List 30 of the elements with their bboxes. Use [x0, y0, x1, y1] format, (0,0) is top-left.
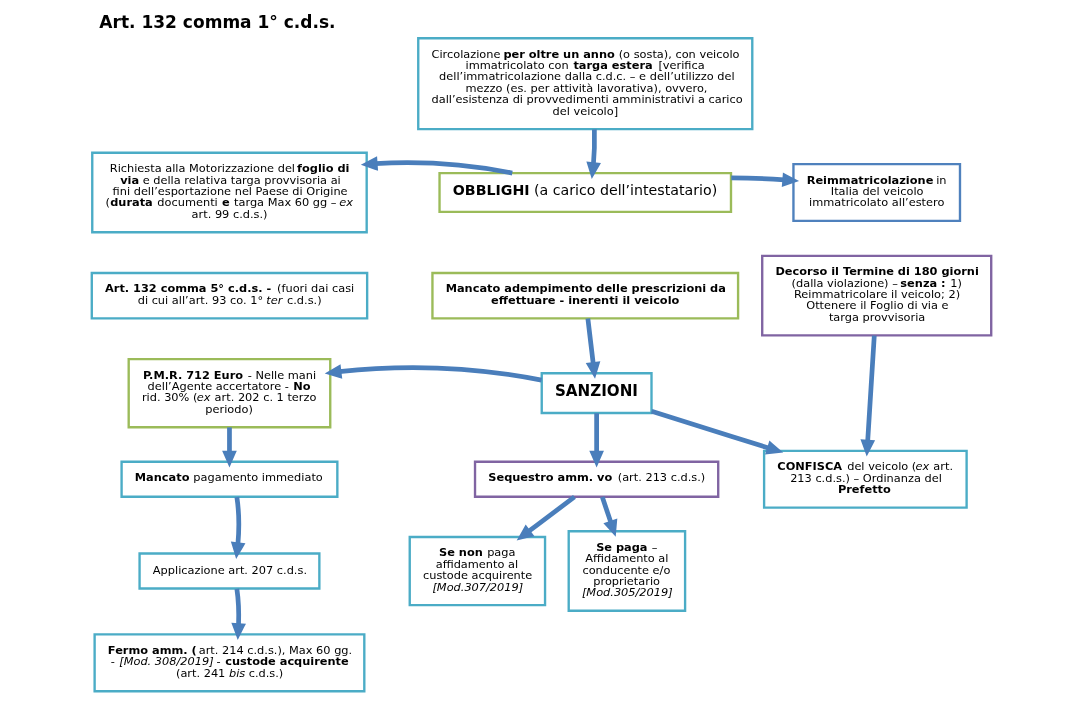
arrow [324, 364, 542, 383]
node-box: Se non paga affidamento al custode acquirente [Mod.307/2019] [408, 535, 547, 607]
node-box: Reimmatricolazione in Italia del veicolo immatricolato all’estero [792, 162, 962, 223]
arrow [360, 156, 513, 176]
node-box: OBBLIGHI (a carico dell’intestatario) [438, 171, 733, 214]
node-box: Fermo amm. (art. 214 c.d.s.), Max 60 gg. - [Mod. 308/2019] - custode acquirente (art. 241 bis c.d.s.) [93, 633, 366, 693]
arrow [516, 495, 576, 541]
arrow [731, 172, 800, 188]
arrow [860, 335, 877, 457]
arrow [600, 496, 618, 537]
arrow [230, 496, 246, 560]
arrow [585, 318, 601, 379]
node-box: Richiesta alla Motorizzazione del foglio di via e della relativa targa provvisoria ai fini dell’esportazione nel Paese di Origine (durata documenti e targa Max 60 gg – ex art. 99 c.d.s.) [91, 151, 368, 234]
diagram-title: Art. 132 comma 1° c.d.s. [99, 12, 336, 33]
node-box: Sequestro amm. vo (art. 213 c.d.s.) [473, 460, 720, 498]
arrow [650, 409, 784, 455]
node-box: Applicazione art. 207 c.d.s. [138, 552, 321, 590]
node-box: P.M.R. 712 Euro - Nelle mani dell’Agente accertatore - No rid. 30% (ex art. 202 c. 1 terzo periodo) [127, 357, 332, 429]
node-box: SANZIONI [540, 372, 653, 415]
node-box: Mancato adempimento delle prescrizioni da effettuare - inerenti il veicolo [431, 271, 740, 320]
node-box: Circolazione per oltre un anno (o sosta), con veicolo immatricolato con targa estera [verifica dell’immatricolazione dalla c.d.c. – e dell’utilizzo del mezzo (es. per attività lavorativa), ovvero, dall’esistenza di provvedimenti amministrativi a carico del veicolo] [417, 37, 754, 131]
arrow [231, 588, 246, 640]
node-box: CONFISCA del veicolo (ex art. 213 c.d.s.) – Ordinanza del Prefetto [762, 449, 968, 509]
arrow [586, 129, 601, 179]
node-box: Art. 132 comma 5° c.d.s. - (fuori dai casi di cui all’art. 93 co. 1° ter c.d.s.) [90, 271, 369, 320]
arrow [222, 427, 237, 468]
node-box: Decorso il Termine di 180 giorni (dalla violazione) – senza : 1) Reimmatricolare il veicolo; 2) Ottenere il Foglio di via e targa provvisoria [761, 254, 993, 337]
node-box: Mancato pagamento immediato [120, 460, 339, 498]
node-box: Se paga – Affidamento al conducente e/o proprietario [Mod.305/2019] [567, 530, 687, 612]
arrow [589, 413, 604, 468]
